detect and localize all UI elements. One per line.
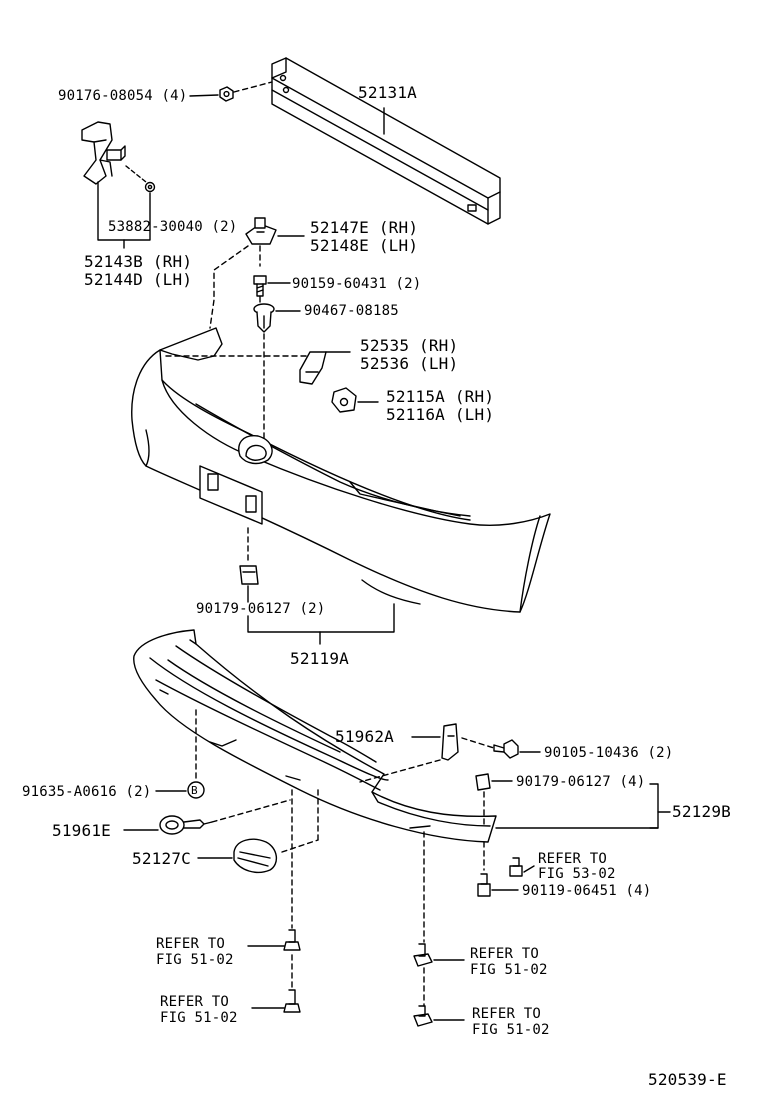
bumper-reinforcement-52131A[interactable] [271, 57, 501, 225]
label-51962A: 51962A [335, 727, 394, 746]
refer-51-02-d-line2: FIG 51-02 [472, 1022, 550, 1038]
screw-refer-53-02[interactable] [509, 857, 523, 877]
label-52115A: 52115A (RH) [386, 387, 495, 406]
refer-51-02-a-line1: REFER TO [156, 936, 226, 952]
refer-53-02-line2: FIG 53-02 [538, 866, 616, 882]
label-52144D: 52144D (LH) [84, 270, 193, 289]
label-52119A: 52119A [290, 649, 349, 668]
screw-refer-51-02-b[interactable] [283, 989, 301, 1013]
lower-spoiler-52129B[interactable] [133, 629, 497, 843]
refer-51-02-a-line2: FIG 51-02 [156, 952, 234, 968]
label-90179-06127-b: 90179-06127 (4) [516, 774, 646, 790]
label-90176-08054: 90176-08054 (4) [58, 88, 188, 104]
label-90105-10436: 90105-10436 (2) [544, 745, 674, 761]
label-52143B: 52143B (RH) [84, 252, 193, 271]
label-90119-06451: 90119-06451 (4) [522, 883, 652, 899]
clip-90467-08185[interactable] [253, 303, 275, 333]
refer-51-02-b-line2: FIG 51-02 [160, 1010, 238, 1026]
label-52127C: 52127C [132, 849, 191, 868]
label-90467-08185: 90467-08185 [304, 303, 399, 319]
label-91635-A0616: 91635-A0616 (2) [22, 784, 152, 800]
nut-90179-06127-b[interactable] [475, 773, 491, 791]
label-90159-60431: 90159-60431 (2) [292, 276, 422, 292]
screw-refer-51-02-c[interactable] [413, 943, 433, 967]
bracket-52535[interactable] [299, 351, 327, 385]
label-53882-30040: 53882-30040 (2) [108, 219, 238, 235]
screw-refer-51-02-d[interactable] [413, 1005, 433, 1027]
refer-51-02-d-line1: REFER TO [472, 1006, 542, 1022]
diagram-id: 520539-E [648, 1070, 727, 1089]
retainer-52115A[interactable] [331, 387, 357, 413]
label-52536: 52536 (LH) [360, 354, 459, 373]
refer-53-02-line1: REFER TO [538, 851, 608, 867]
clip-53882-30040[interactable] [144, 181, 156, 193]
screw-90119-06451[interactable] [477, 873, 491, 897]
screw-90159-60431[interactable] [253, 275, 267, 297]
bumper-cover-52119A[interactable] [131, 327, 551, 613]
side-retainer-52143B[interactable] [81, 121, 126, 185]
bolt-90105-10436[interactable] [493, 739, 519, 759]
towing-eye-51961E[interactable] [159, 815, 213, 835]
refer-51-02-b-line1: REFER TO [160, 994, 230, 1010]
refer-51-02-c-line2: FIG 51-02 [470, 962, 548, 978]
cover-52127C[interactable] [233, 838, 277, 874]
retainer-52147E[interactable] [245, 217, 277, 245]
label-52116A: 52116A (LH) [386, 405, 495, 424]
bracket-51962A[interactable] [441, 723, 459, 761]
label-52148E: 52148E (LH) [310, 236, 419, 255]
label-52535: 52535 (RH) [360, 336, 459, 355]
grommet-91635-A0616[interactable] [187, 781, 205, 799]
label-52131A: 52131A [358, 83, 417, 102]
nut-90176-08054[interactable] [219, 86, 234, 102]
label-51961E: 51961E [52, 821, 111, 840]
refer-51-02-c-line1: REFER TO [470, 946, 540, 962]
screw-refer-51-02-a[interactable] [283, 929, 301, 951]
label-circle-b: B [191, 784, 198, 797]
nut-90179-06127-a[interactable] [239, 565, 259, 585]
label-52129B: 52129B [672, 802, 731, 821]
label-90179-06127-a: 90179-06127 (2) [196, 601, 326, 617]
label-52147E: 52147E (RH) [310, 218, 419, 237]
